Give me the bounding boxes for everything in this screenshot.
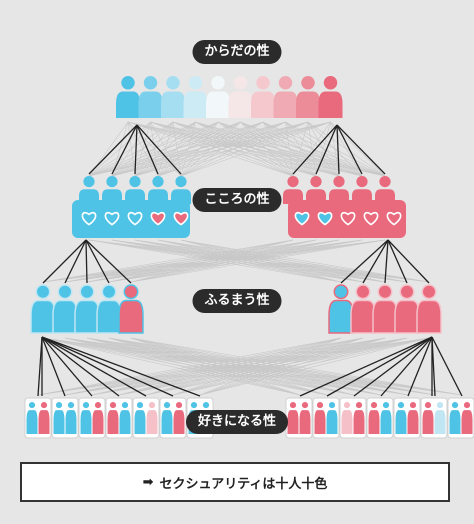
orientation-person-icon bbox=[341, 402, 353, 434]
orientation-person-icon bbox=[65, 402, 77, 434]
body-person-icon bbox=[318, 76, 343, 118]
orientation-person-icon bbox=[422, 402, 434, 434]
orientation-person-icon bbox=[368, 402, 380, 434]
expression-person-icon bbox=[328, 284, 354, 334]
expression-person-icon bbox=[394, 284, 420, 334]
heart-icon bbox=[363, 211, 379, 226]
expression-person-icon bbox=[372, 284, 398, 334]
orientation-person-icon bbox=[407, 402, 419, 434]
orientation-person-icon bbox=[80, 402, 92, 434]
arrow-right-icon: ➡ bbox=[142, 474, 154, 490]
label-body-sex: からだの性 bbox=[192, 40, 282, 64]
conclusion-text: セクシュアリティは十人十色 bbox=[159, 476, 328, 492]
heart-icon bbox=[294, 211, 310, 226]
body-person-icon bbox=[296, 76, 320, 118]
orientation-person-icon bbox=[107, 402, 119, 434]
identity-person-icon bbox=[102, 176, 122, 204]
orientation-person-icon bbox=[161, 402, 173, 434]
conclusion-box: ➡ セクシュアリティは十人十色 bbox=[20, 462, 450, 502]
expression-person-icon bbox=[416, 284, 442, 334]
faint-connection-lines bbox=[37, 121, 463, 396]
orientation-person-icon bbox=[353, 402, 365, 434]
orientation-person-icon bbox=[92, 402, 104, 434]
expression-person-icon bbox=[74, 284, 100, 334]
label-gender-expression: ふるまう性 bbox=[192, 289, 282, 313]
body-person-icon bbox=[228, 76, 253, 118]
orientation-person-icon bbox=[326, 402, 338, 434]
expression-person-icon bbox=[96, 284, 122, 334]
orientation-person-icon bbox=[299, 402, 311, 434]
connection-lines bbox=[37, 124, 463, 397]
identity-person-icon bbox=[125, 176, 145, 204]
orientation-person-icon bbox=[287, 402, 299, 434]
orientation-person-icon bbox=[134, 402, 146, 434]
expression-person-icon bbox=[118, 284, 144, 334]
heart-icon bbox=[340, 211, 356, 226]
orientation-person-icon bbox=[434, 402, 446, 434]
expression-person-icon bbox=[350, 284, 376, 334]
orientation-person-icon bbox=[173, 402, 185, 434]
body-person-icon bbox=[206, 76, 230, 118]
orientation-person-icon bbox=[38, 402, 50, 434]
orientation-person-icon bbox=[449, 402, 461, 434]
orientation-person-icon bbox=[53, 402, 65, 434]
body-person-icon bbox=[183, 76, 208, 118]
body-person-icon bbox=[161, 76, 185, 118]
heart-icon bbox=[81, 211, 97, 226]
orientation-person-icon bbox=[146, 402, 158, 434]
identity-person-icon bbox=[352, 176, 372, 204]
orientation-person-icon bbox=[395, 402, 407, 434]
identity-person-icon bbox=[148, 176, 168, 204]
orientation-person-icon bbox=[314, 402, 326, 434]
orientation-person-icon bbox=[26, 402, 38, 434]
expression-person-icon bbox=[30, 284, 56, 334]
heart-icon bbox=[104, 211, 120, 226]
identity-person-icon bbox=[171, 176, 191, 204]
identity-person-icon bbox=[329, 176, 349, 204]
identity-person-icon bbox=[375, 176, 395, 204]
identity-person-icon bbox=[283, 176, 303, 204]
person-icons bbox=[24, 76, 474, 439]
orientation-person-icon bbox=[461, 402, 473, 434]
body-person-icon bbox=[273, 76, 298, 118]
heart-icon bbox=[317, 211, 333, 226]
heart-icon bbox=[386, 211, 402, 226]
body-person-icon bbox=[251, 76, 275, 118]
body-person-icon bbox=[116, 76, 140, 118]
orientation-person-icon bbox=[380, 402, 392, 434]
label-sexual-orientation: 好きになる性 bbox=[185, 410, 289, 434]
heart-icon bbox=[150, 211, 166, 226]
heart-icon bbox=[127, 211, 143, 226]
orientation-person-icon bbox=[119, 402, 131, 434]
label-gender-identity: こころの性 bbox=[192, 188, 282, 212]
body-person-icon bbox=[138, 76, 163, 118]
heart-icon bbox=[173, 211, 189, 226]
expression-person-icon bbox=[52, 284, 78, 334]
identity-person-icon bbox=[306, 176, 326, 204]
identity-person-icon bbox=[79, 176, 99, 204]
